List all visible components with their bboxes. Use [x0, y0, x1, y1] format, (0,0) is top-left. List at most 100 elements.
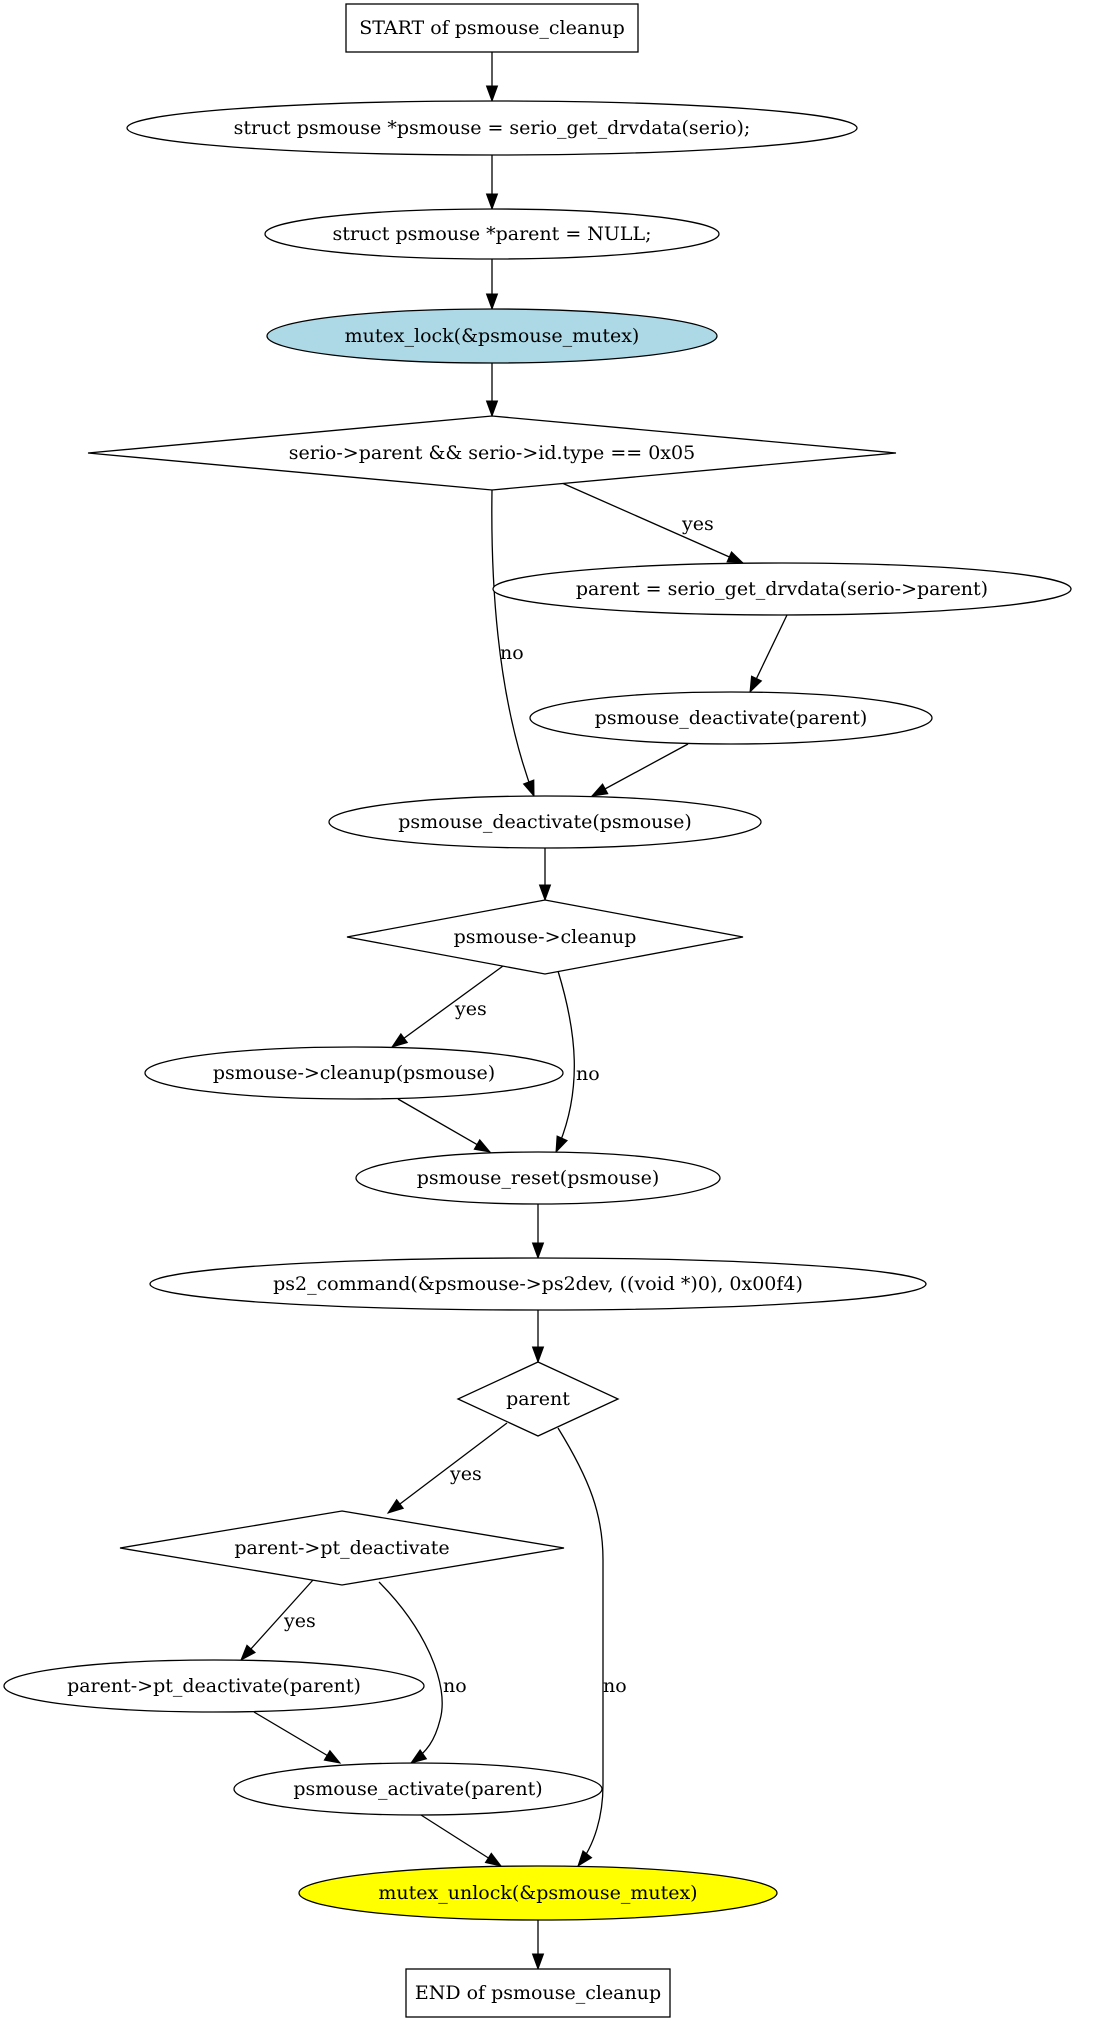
- edge-label-yes: yes: [681, 513, 714, 535]
- edge-arrowhead: [749, 675, 763, 694]
- node-diamond: [346, 899, 744, 975]
- edge-n9-to-d3: [531, 1310, 545, 1364]
- node-n11: psmouse_activate(parent): [233, 1762, 603, 1816]
- node-n6: psmouse_deactivate(psmouse): [328, 795, 762, 849]
- node-d4: parent->pt_deactivate: [119, 1510, 565, 1586]
- node-box: [405, 1968, 671, 2018]
- edge-label-no: no: [500, 642, 524, 664]
- edge-line: [557, 1427, 604, 1867]
- edge-n5-to-n6: [590, 743, 689, 797]
- edge-arrowhead: [485, 85, 499, 103]
- edge-d2-to-n7: yes: [390, 965, 504, 1048]
- node-ellipse: [529, 691, 933, 745]
- edge-arrowhead: [484, 1852, 503, 1867]
- edge-n7-to-n8: [397, 1098, 492, 1153]
- node-label: psmouse->cleanup(psmouse): [213, 1062, 495, 1084]
- edge-label-no: no: [443, 1675, 467, 1697]
- node-n4: parent = serio_get_drvdata(serio->parent…: [492, 562, 1072, 616]
- node-n5: psmouse_deactivate(parent): [529, 691, 933, 745]
- node-label: START of psmouse_cleanup: [359, 17, 625, 39]
- node-label: mutex_unlock(&psmouse_mutex): [378, 1882, 697, 1904]
- edge-n10-to-n11: [253, 1711, 342, 1764]
- edge-n2-to-n3: [485, 259, 499, 311]
- edge-arrowhead: [577, 1849, 593, 1868]
- node-n3: mutex_lock(&psmouse_mutex): [266, 308, 718, 364]
- node-n8: psmouse_reset(psmouse): [355, 1151, 721, 1205]
- node-label: psmouse_deactivate(psmouse): [398, 811, 692, 833]
- node-label: parent->pt_deactivate(parent): [67, 1675, 361, 1697]
- node-start: START of psmouse_cleanup: [345, 3, 639, 53]
- node-diamond: [87, 415, 897, 491]
- edge-line: [387, 1422, 508, 1514]
- node-ellipse: [328, 795, 762, 849]
- node-d1: serio->parent && serio->id.type == 0x05: [87, 415, 897, 491]
- node-label: parent = serio_get_drvdata(serio->parent…: [576, 578, 988, 600]
- edge-line: [397, 1098, 491, 1153]
- node-n9: ps2_command(&psmouse->ps2dev, ((void *)0…: [149, 1257, 927, 1311]
- edge-line: [420, 1814, 502, 1867]
- edge-arrowhead: [485, 293, 499, 311]
- edge-line: [253, 1711, 341, 1764]
- edge-arrowhead: [531, 1242, 545, 1260]
- edge-line: [378, 1581, 443, 1764]
- edge-arrowhead: [386, 1498, 405, 1514]
- node-label: struct psmouse *psmouse = serio_get_drvd…: [234, 117, 751, 139]
- edge-arrowhead: [726, 551, 745, 564]
- edge-d4-to-n11: no: [378, 1581, 467, 1764]
- node-ellipse: [233, 1762, 603, 1816]
- edge-line: [391, 965, 504, 1048]
- node-ellipse: [264, 208, 720, 260]
- edge-arrowhead: [531, 1346, 545, 1364]
- node-n10: parent->pt_deactivate(parent): [3, 1659, 425, 1713]
- node-label: parent: [506, 1388, 570, 1410]
- edge-n3-to-d1: [485, 363, 499, 418]
- edge-line: [561, 482, 744, 564]
- node-n1: struct psmouse *psmouse = serio_get_drvd…: [126, 100, 858, 156]
- edge-arrowhead: [485, 193, 499, 211]
- edge-arrowhead: [240, 1644, 256, 1662]
- edge-label-yes: yes: [454, 998, 487, 1020]
- edge-arrowhead: [555, 1135, 568, 1154]
- node-ellipse: [266, 308, 718, 364]
- node-ellipse: [298, 1865, 778, 1921]
- node-n7: psmouse->cleanup(psmouse): [144, 1046, 564, 1100]
- node-box: [345, 3, 639, 53]
- node-ellipse: [3, 1659, 425, 1713]
- edge-arrowhead: [323, 1749, 342, 1764]
- edge-arrowhead: [531, 1953, 545, 1971]
- node-label: psmouse_deactivate(parent): [595, 707, 868, 729]
- edge-arrowhead: [409, 1749, 428, 1764]
- node-ellipse: [149, 1257, 927, 1311]
- node-label: mutex_lock(&psmouse_mutex): [345, 325, 640, 347]
- edge-label-yes: yes: [449, 1463, 482, 1485]
- edge-n12-to-end: [531, 1920, 545, 1971]
- node-ellipse: [126, 100, 858, 156]
- node-ellipse: [144, 1046, 564, 1100]
- edge-d4-to-n10: yes: [240, 1579, 316, 1662]
- node-label: parent->pt_deactivate: [234, 1537, 449, 1559]
- edge-d3-to-d4: yes: [386, 1422, 508, 1514]
- edge-line: [591, 743, 689, 797]
- edge-arrowhead: [590, 783, 609, 797]
- edge-n1-to-n2: [485, 155, 499, 211]
- node-diamond: [456, 1361, 620, 1437]
- edge-n8-to-n9: [531, 1204, 545, 1260]
- edge-arrowhead: [390, 1032, 409, 1048]
- node-label: END of psmouse_cleanup: [415, 1982, 661, 2004]
- node-d2: psmouse->cleanup: [346, 899, 744, 975]
- node-label: psmouse_activate(parent): [293, 1778, 542, 1800]
- edge-n11-to-n12: [420, 1814, 503, 1867]
- edge-line: [240, 1579, 314, 1661]
- node-n12: mutex_unlock(&psmouse_mutex): [298, 1865, 778, 1921]
- node-ellipse: [492, 562, 1072, 616]
- node-ellipse: [355, 1151, 721, 1205]
- edge-n6-to-d2: [538, 848, 552, 902]
- node-diamond: [119, 1510, 565, 1586]
- edge-n4-to-n5: [749, 614, 788, 694]
- node-label: struct psmouse *parent = NULL;: [332, 223, 651, 245]
- edge-arrowhead: [485, 400, 499, 418]
- edge-line: [491, 489, 535, 797]
- edge-arrowhead: [538, 884, 552, 902]
